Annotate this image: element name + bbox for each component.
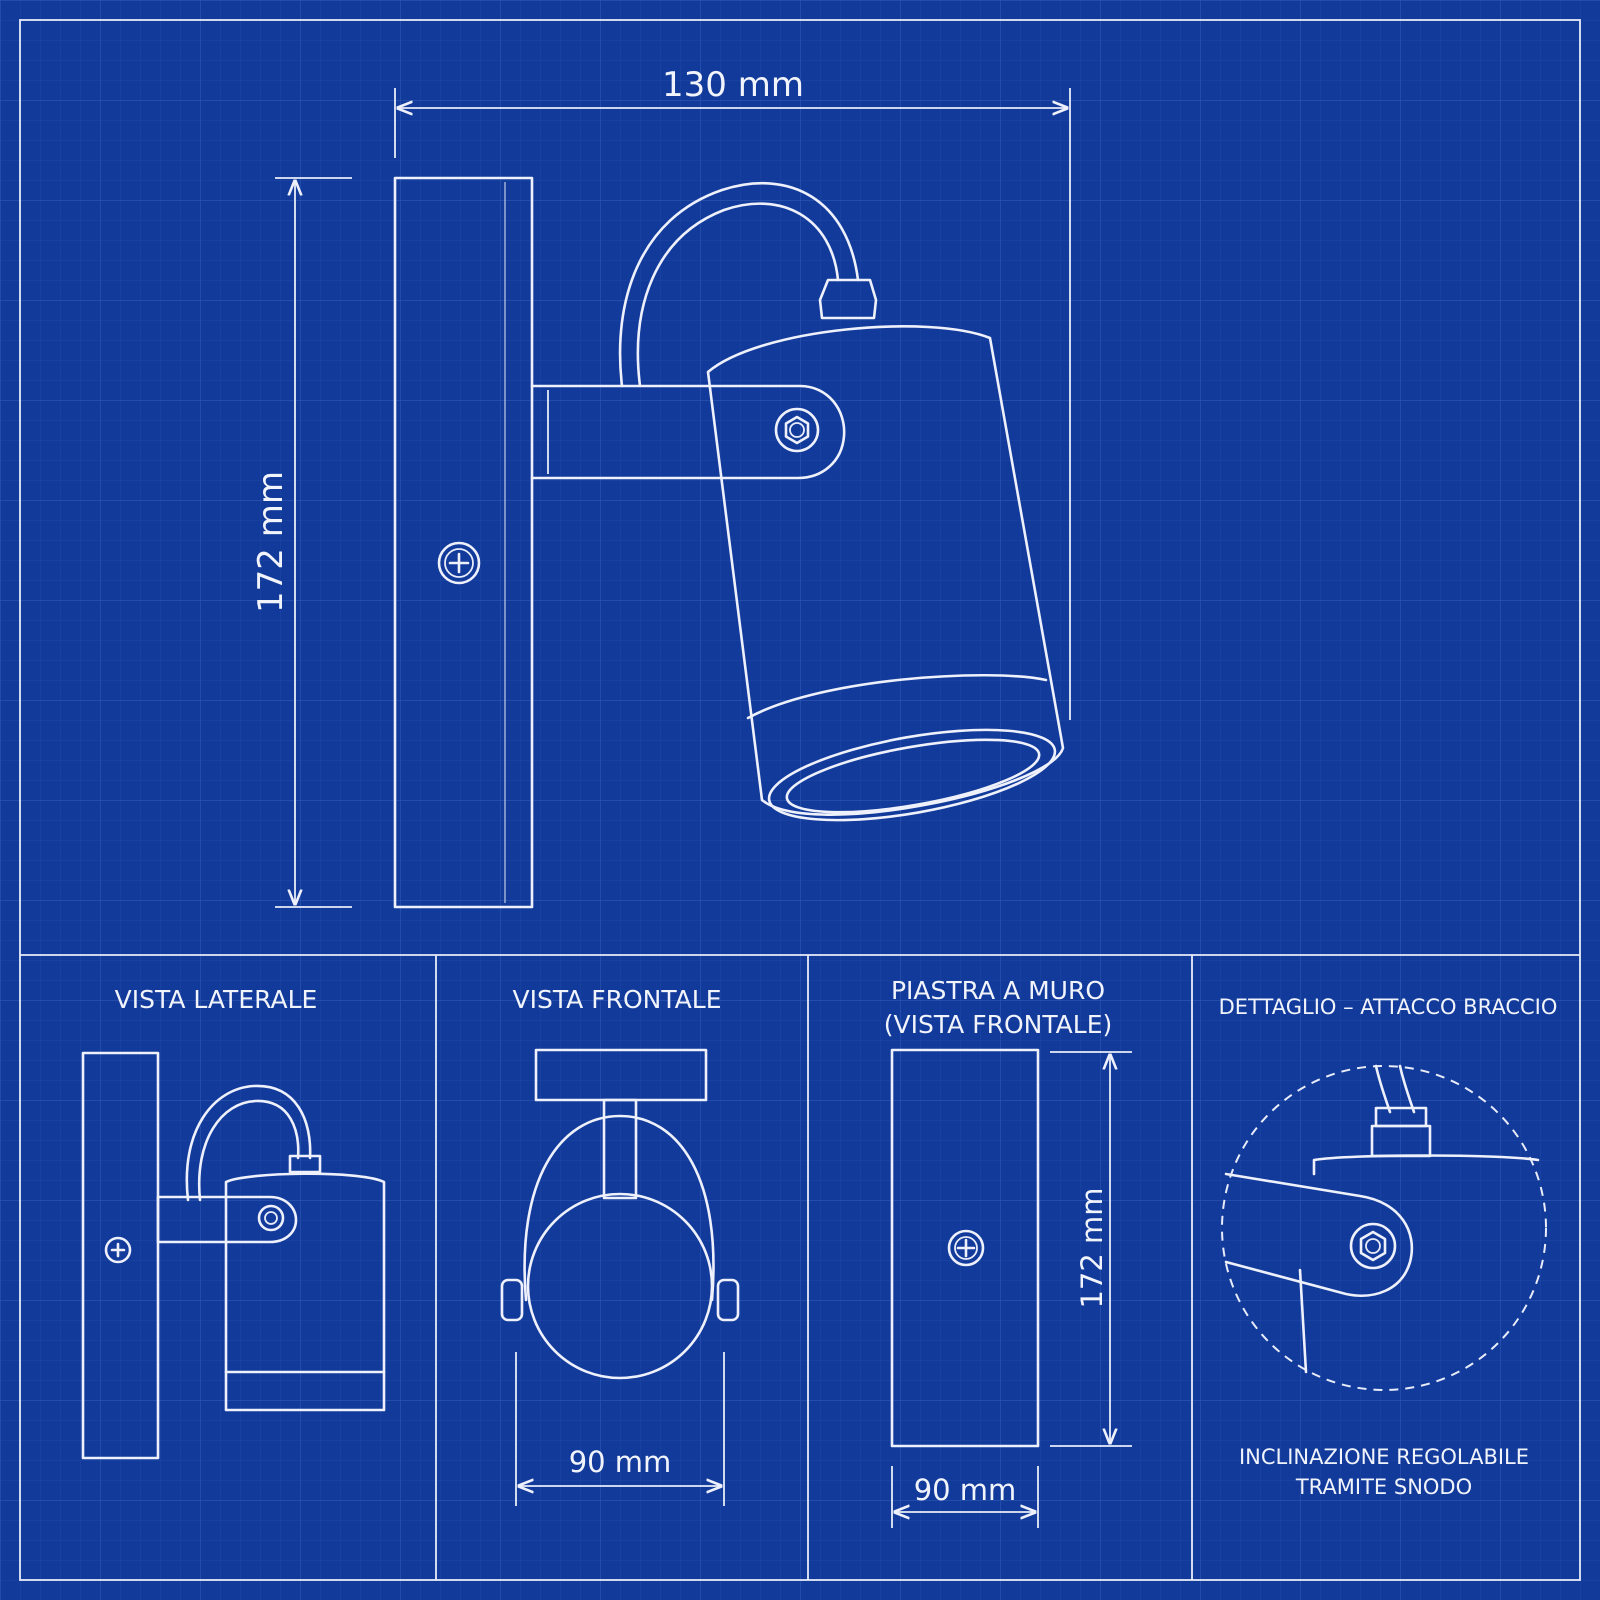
plate-height-dimension: 172 mm [1050,1051,1132,1447]
plate-screw-icon [947,1229,985,1267]
main-cable-gland [818,278,878,320]
sheet-frame [19,19,1581,1581]
side-pivot-bolt-icon [257,1204,285,1232]
main-lamp-body [706,325,1065,822]
main-width-label: 130 mm [662,65,804,105]
side-arm [156,1195,298,1244]
side-lamp-body [224,1172,386,1412]
detail-note-line2: TRAMITE SNODO [1295,1475,1472,1499]
main-arm [530,384,846,480]
main-plate-screw-icon [437,541,481,585]
detail-note-line1: INCLINAZIONE REGOLABILE [1239,1445,1529,1469]
main-wall-plate [393,176,534,909]
main-height-dimension: 172 mm [251,177,352,908]
panel-wall-plate: PIASTRA A MURO (VISTA FRONTALE) 172 mm 9… [884,976,1132,1528]
main-height-label: 172 mm [251,471,291,613]
front-width-label: 90 mm [569,1445,672,1479]
plate-title-line1: PIASTRA A MURO [891,976,1105,1005]
detail-title: DETTAGLIO – ATTACCO BRACCIO [1219,995,1558,1019]
side-cable [185,1084,312,1202]
plate-height-label: 172 mm [1075,1187,1109,1308]
main-pivot-bolt-icon [774,407,820,453]
plate-width-dimension: 90 mm [891,1466,1039,1528]
panel-detail: DETTAGLIO – ATTACCO BRACCIO INCLINAZIONE… [1219,995,1558,1499]
front-yoke [523,1114,715,1302]
plate-width-label: 90 mm [914,1473,1017,1507]
front-side-knobs [500,1278,740,1322]
detail-lamp-body [1298,1154,1540,1374]
front-lamp-head [526,1192,714,1380]
main-width-dimension: 130 mm [394,65,1071,720]
side-view-title: VISTA LATERALE [115,985,318,1014]
panel-front-view: VISTA FRONTALE 90 mm [500,985,740,1506]
plate-rectangle [890,1048,1040,1448]
front-view-title: VISTA FRONTALE [512,985,721,1014]
panel-side-view: VISTA LATERALE [81,985,386,1460]
main-view: 130 mm 172 mm [251,65,1071,909]
side-plate-screw-icon [104,1236,132,1264]
detail-pivot-bolt-icon [1349,1222,1397,1270]
front-width-dimension: 90 mm [515,1352,725,1506]
front-stem [602,1098,638,1200]
side-cable-gland [288,1154,322,1174]
detail-dashed-circle [1221,1065,1547,1391]
detail-arm [1224,1172,1414,1297]
plate-title-line2: (VISTA FRONTALE) [884,1010,1113,1039]
side-wall-plate [81,1051,160,1460]
main-cable [618,181,860,388]
